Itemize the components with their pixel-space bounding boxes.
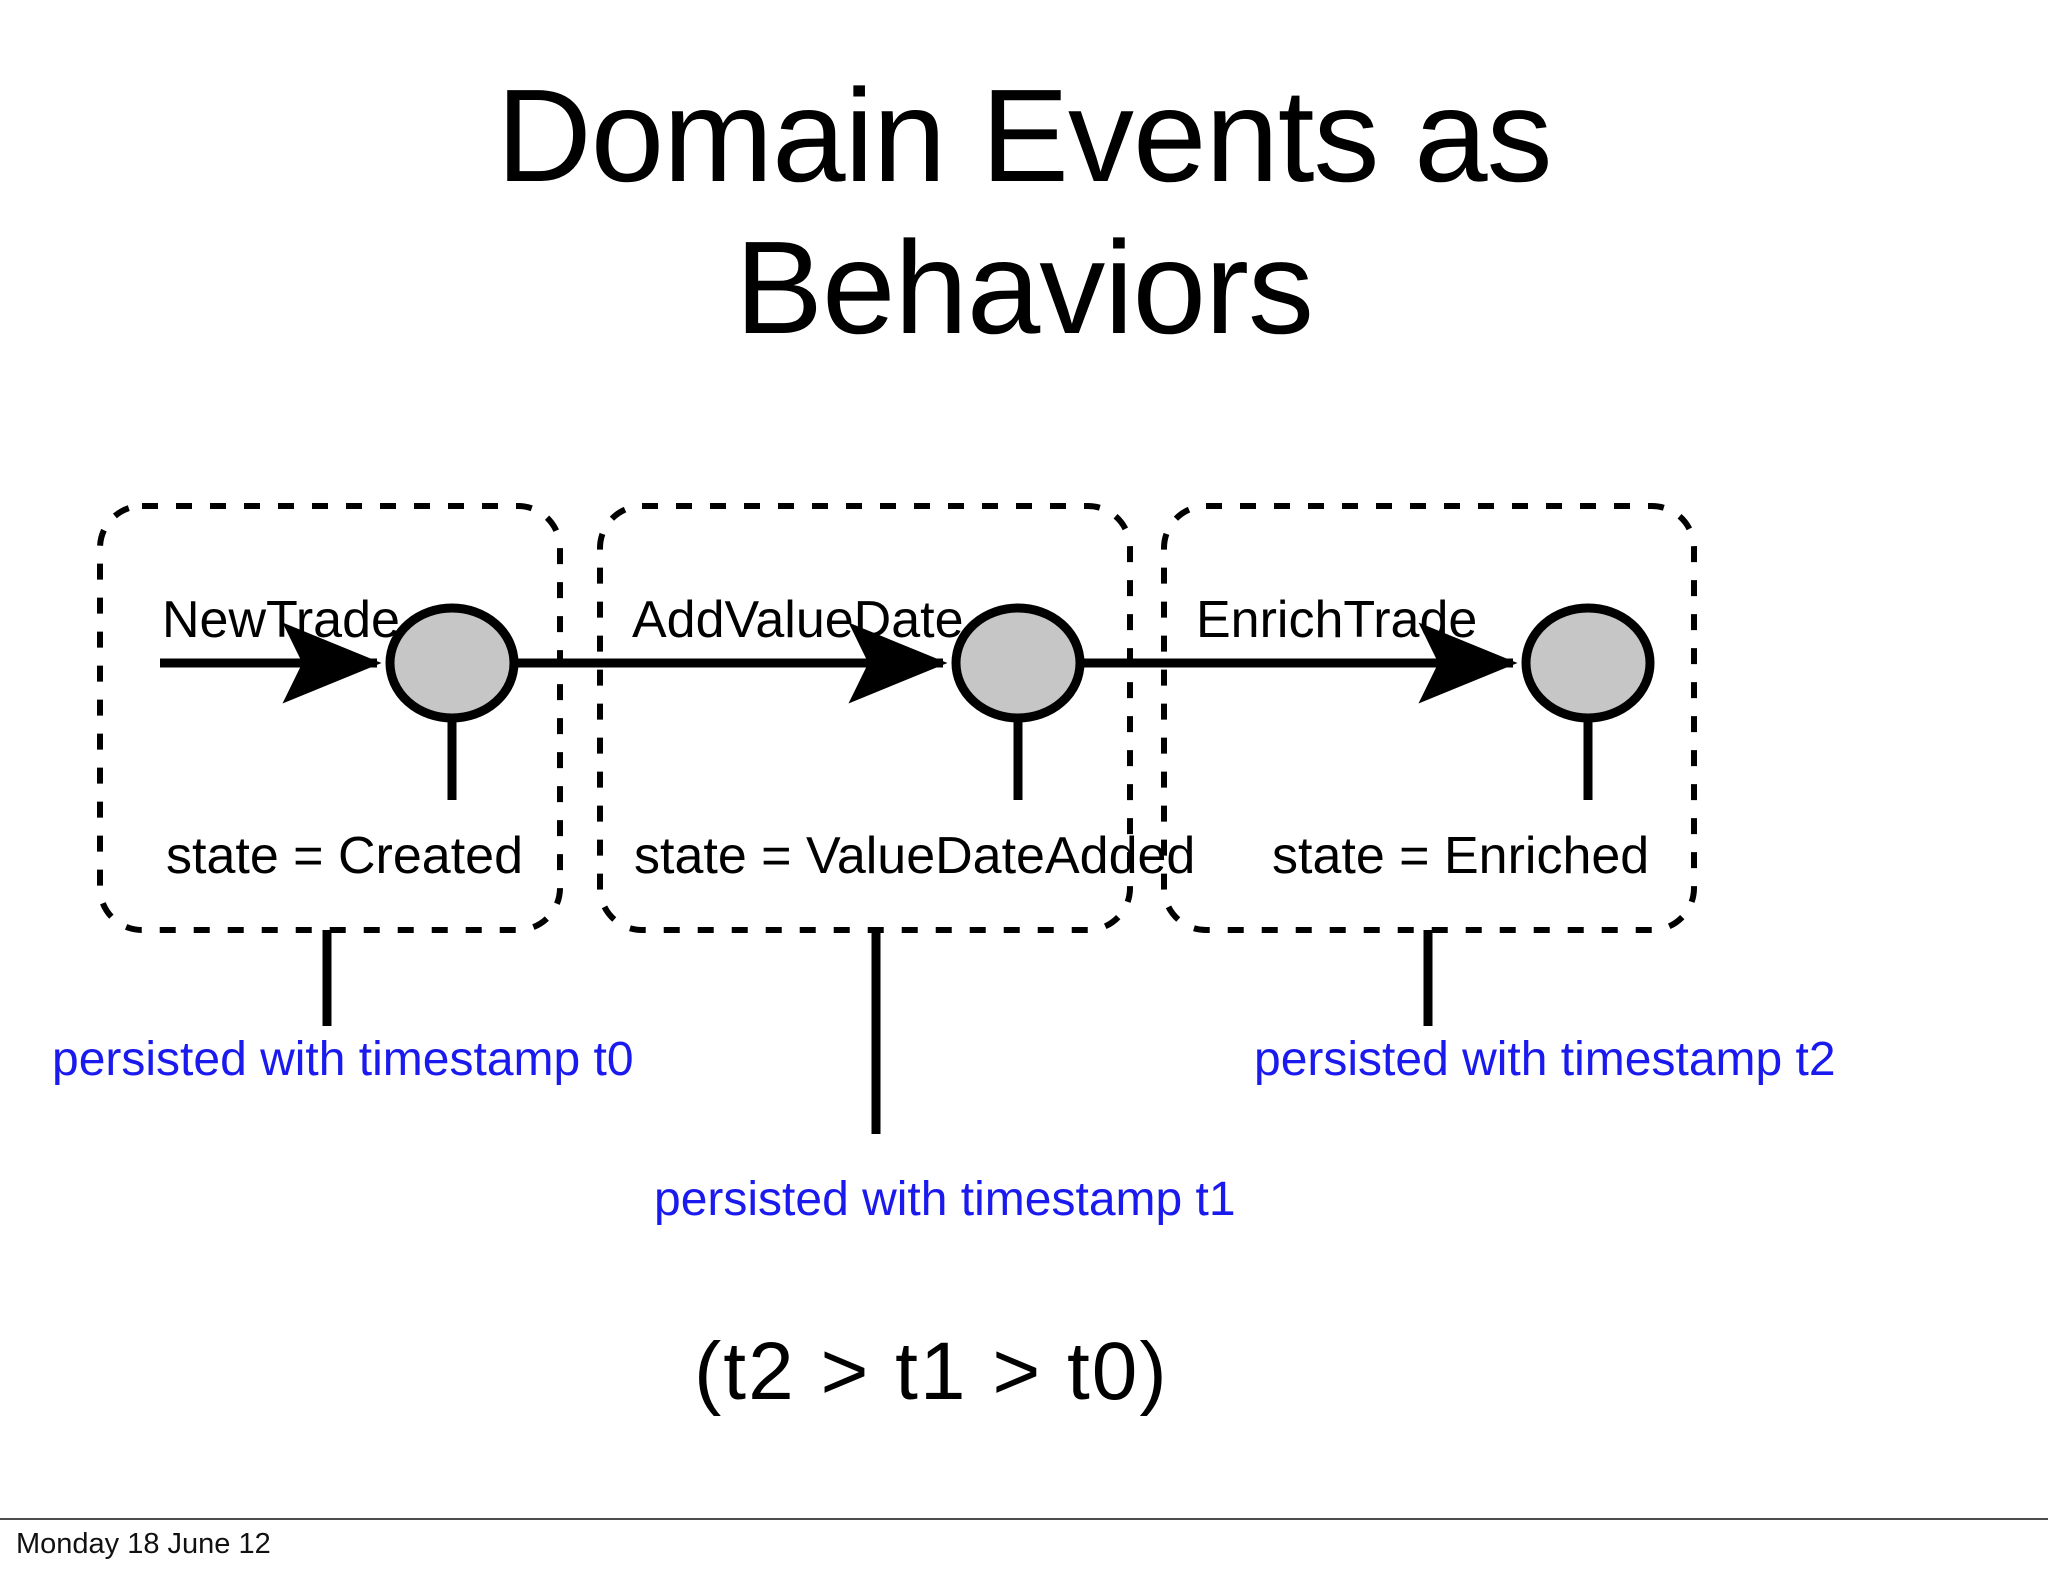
event-label-new-trade: NewTrade (162, 591, 400, 649)
page-title-line-1: Domain Events as (496, 62, 1552, 209)
state-label-enriched: state = Enriched (1272, 827, 1650, 885)
footer-divider (0, 1518, 2048, 1520)
event-label-add-value-date: AddValueDate (632, 591, 964, 649)
state-label-created: state = Created (166, 827, 523, 885)
state-label-value-date-added: state = ValueDateAdded (634, 827, 1196, 885)
state-node-2 (951, 603, 1085, 723)
persistence-annotation-t2: persisted with timestamp t2 (1254, 1033, 1836, 1086)
page-title-line-2: Behaviors (735, 213, 1314, 361)
persistence-annotation-t1: persisted with timestamp t1 (654, 1173, 1236, 1226)
persistence-leader-group (322, 930, 1433, 1134)
stage-box-3 (1161, 503, 1697, 933)
node-stem-group (447, 718, 1593, 800)
state-node-1 (385, 603, 519, 723)
persistence-annotation-t0: persisted with timestamp t0 (52, 1033, 634, 1086)
stage-box-2 (597, 503, 1133, 933)
timestamp-ordering-formula: (t2 > t1 > t0) (694, 1326, 1169, 1417)
event-label-enrich-trade: EnrichTrade (1196, 591, 1478, 649)
state-node-3 (1521, 603, 1655, 723)
page-title: Domain Events as Behaviors (0, 60, 2048, 364)
footer-date: Monday 18 June 12 (16, 1528, 271, 1560)
